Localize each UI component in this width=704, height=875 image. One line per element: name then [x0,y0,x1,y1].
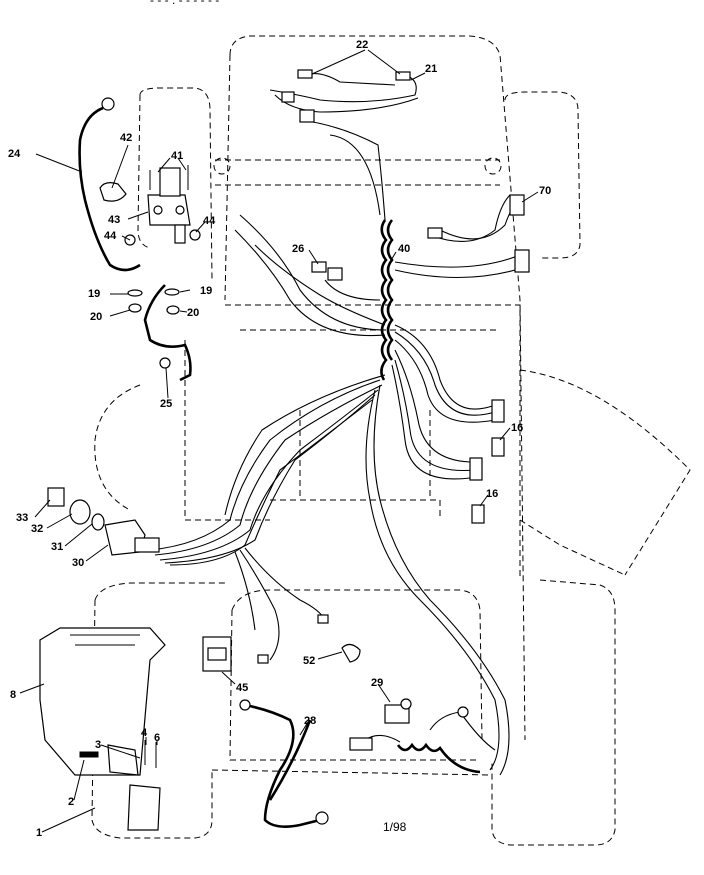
ring-terminal-28-top [239,699,251,711]
clip-52 [341,643,361,663]
ring-terminal-25 [159,357,171,369]
solenoid-body [159,167,181,197]
connector-plug [281,91,295,103]
callout-29: 29 [371,677,383,689]
nut-20-left [128,303,142,313]
ring-terminal-24 [101,97,115,111]
callout-33: 33 [16,512,28,524]
callout-20-left: 20 [90,311,102,323]
callout-44-right: 44 [203,215,216,227]
plug-coil [349,737,373,751]
callout-70: 70 [539,185,551,197]
connector-26 [311,261,327,273]
connector-70a [509,194,525,216]
solenoid-post-right [175,205,185,215]
callout-30: 30 [72,557,84,569]
connector-70c [427,227,443,239]
callout-3: 3 [95,739,101,751]
boot-42 [99,182,127,202]
callout-16-lower: 16 [486,488,498,500]
bracket-3 [107,744,139,776]
terminal-b [317,614,329,624]
nut-32 [69,499,91,525]
callout-22: 22 [356,39,368,51]
washer-31 [91,513,105,531]
callout-32: 32 [31,523,43,535]
callout-labels: 22 21 24 42 41 43 44 44 26 40 70 19 19 2… [8,39,551,839]
panel-detail [70,634,140,646]
solenoid-stud [174,224,186,244]
callout-45: 45 [236,682,248,694]
callout-41: 41 [171,150,183,162]
parts [39,69,530,831]
washer-19-right [164,288,180,296]
connector-16c [469,457,483,481]
callout-8: 8 [10,689,16,701]
callout-6: 6 [154,732,160,744]
panel-8 [39,627,166,776]
washer-19-left [127,289,143,297]
key-33 [47,487,65,507]
callout-19-left: 19 [88,288,100,300]
connector-16b [491,437,505,457]
top-cutoff-text: - - - . - - - - - - [150,0,219,7]
callout-42: 42 [120,132,132,144]
callout-19-right: 19 [200,285,212,297]
callout-25: 25 [160,398,172,410]
callout-31: 31 [51,541,63,553]
nut-44-right [189,229,201,241]
callout-52: 52 [303,655,315,667]
callout-43: 43 [108,214,120,226]
callout-20-right: 20 [187,307,199,319]
connector-26b [327,267,343,281]
relay-29 [384,704,410,724]
callout-21: 21 [425,63,437,75]
connector-16d [471,504,485,524]
callout-28: 28 [304,715,316,727]
leader-lines [19,49,539,833]
callout-44-left: 44 [104,230,117,242]
nut-20-right [166,305,180,315]
callout-2: 2 [68,796,74,808]
terminal-a [257,654,269,664]
ring-terminal-28-bottom [315,811,329,825]
panel-1 [127,784,161,831]
ring-terminal-coil [457,706,469,718]
connector-22-left [297,69,313,79]
switch-connector [134,537,160,553]
fuse-2 [79,751,99,758]
callout-26: 26 [292,243,304,255]
connector-16a [491,399,505,423]
callout-24: 24 [8,148,21,160]
wiring-harness [78,73,526,828]
callout-40: 40 [398,243,410,255]
callout-16-upper: 16 [511,422,523,434]
callout-1: 1 [36,827,42,839]
callout-4: 4 [141,727,148,739]
relay-29-knob [400,698,412,710]
solenoid-post-left [153,205,163,215]
connector-plug-2 [299,109,315,123]
connector-70b [514,249,530,273]
connector-22-right [395,71,411,81]
date-code: 1/98 [383,820,407,834]
module-45-face [207,647,227,661]
